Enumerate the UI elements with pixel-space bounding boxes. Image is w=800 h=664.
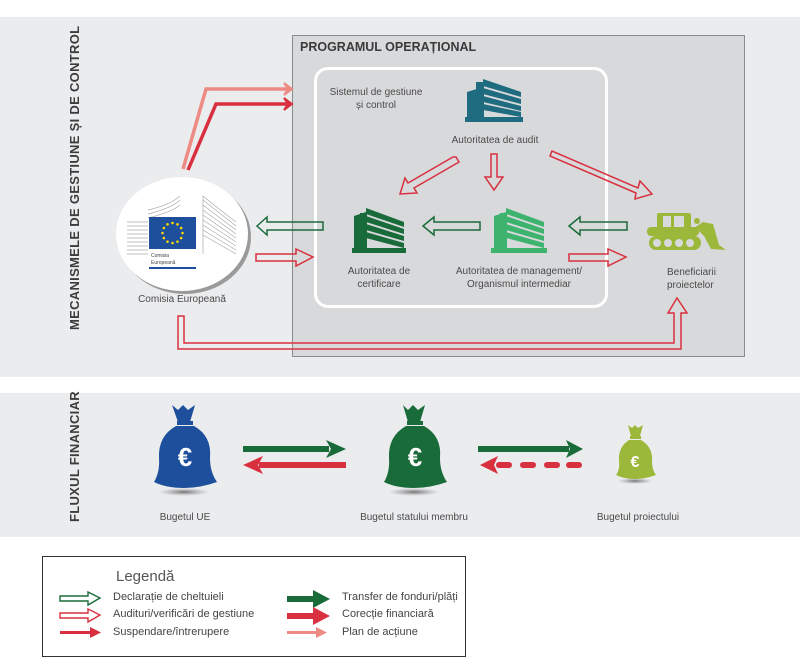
system-label: Sistemul de gestiune și control xyxy=(326,86,426,112)
eu-star xyxy=(176,240,179,243)
certification-authority-label-line2: certificare xyxy=(357,279,401,290)
european-commission-logo: Comisia Europeană xyxy=(116,177,251,294)
eu-star xyxy=(179,236,183,240)
legend-icon-expenditure-declaration xyxy=(59,590,102,607)
legend-icon-fund-transfer xyxy=(287,590,330,608)
member-state-budget-label: Bugetul statului membru xyxy=(360,512,468,523)
system-label-line1: Sistemul de gestiune xyxy=(329,87,423,98)
logo-text-line1: Comisia xyxy=(151,253,169,259)
correction-arrow-project-to-member-state-dashed xyxy=(480,456,582,474)
correction-arrow-member-state-to-eu xyxy=(243,456,346,474)
eu-star xyxy=(162,236,166,240)
expenditure-declaration-arrow-to-commission xyxy=(255,215,324,237)
eu-star xyxy=(166,240,169,243)
audit-arrow-to-beneficiaries xyxy=(549,150,654,201)
eu-star xyxy=(162,226,166,230)
logo-text-line2: Europeană xyxy=(151,260,176,266)
euro-symbol: € xyxy=(178,442,192,472)
eu-star xyxy=(161,231,164,235)
eu-star xyxy=(176,223,179,226)
eu-budget-money-bag-icon xyxy=(154,405,217,496)
transfer-arrow-member-state-to-project xyxy=(478,440,583,458)
euro-symbol: € xyxy=(408,442,422,472)
legend-icon-financial-correction xyxy=(287,607,330,625)
suspension-arrow-to-program xyxy=(186,97,294,171)
audit-arrow-commission-to-beneficiaries xyxy=(177,296,689,350)
audit-arrow-to-management xyxy=(483,153,505,192)
audit-authority-building-icon xyxy=(465,79,523,122)
eu-budget-label: Bugetul UE xyxy=(160,512,211,523)
audit-authority-label: Autoritatea de audit xyxy=(452,135,539,146)
expenditure-declaration-arrow-to-management xyxy=(567,215,628,237)
expenditure-declaration-arrow-to-certification xyxy=(421,215,481,237)
audit-arrow-from-commission xyxy=(255,247,315,268)
legend-label-suspension: Suspendare/întrerupere xyxy=(113,626,230,638)
commission-label: Comisia Europeană xyxy=(138,294,226,305)
legend-icon-suspension xyxy=(60,627,101,638)
legend-title: Legendă xyxy=(116,568,175,585)
project-budget-money-bag-icon xyxy=(616,425,656,484)
management-authority-label-line1: Autoritatea de management/ xyxy=(456,266,582,277)
legend-label-fund-transfer: Transfer de fonduri/plăți xyxy=(342,591,458,603)
bulldozer-icon xyxy=(647,213,726,250)
operational-program-title: PROGRAMUL OPERAȚIONAL xyxy=(300,40,477,54)
legend-label-action-plan: Plan de acțiune xyxy=(342,626,418,638)
beneficiaries-label-line1: Beneficiarii xyxy=(667,267,716,278)
legend-label-audits: Audituri/verificări de gestiune xyxy=(113,608,255,620)
eu-star xyxy=(166,223,169,226)
eu-star xyxy=(179,226,183,230)
euro-symbol-small: € xyxy=(631,454,640,471)
transfer-arrow-eu-to-member-state xyxy=(243,440,346,458)
eu-star xyxy=(171,221,174,225)
certification-authority-label-line1: Autoritatea de xyxy=(348,266,411,277)
audit-arrow-to-beneficiaries-from-management xyxy=(568,247,628,268)
beneficiaries-label-line2: proiectelor xyxy=(667,280,714,291)
project-budget-label: Bugetul proiectului xyxy=(597,512,679,523)
member-state-budget-money-bag-icon xyxy=(384,405,447,496)
eu-stars xyxy=(161,221,184,245)
audit-arrow-to-certification xyxy=(398,156,461,195)
eu-star xyxy=(171,241,174,245)
certification-authority-building-icon xyxy=(352,208,406,253)
berlaymont-building-icon xyxy=(127,195,237,255)
legend-icon-action-plan xyxy=(287,627,327,638)
action-plan-arrow-to-program xyxy=(181,82,294,170)
management-authority-building-icon xyxy=(491,208,547,253)
eu-star xyxy=(181,231,184,235)
legend-icon-audits xyxy=(59,607,102,624)
system-label-line2: și control xyxy=(355,100,396,111)
legend-label-expenditure-declaration: Declarație de cheltuieli xyxy=(113,591,224,603)
legend-box xyxy=(42,556,466,657)
management-control-system-box xyxy=(314,67,608,308)
management-authority-label-line2: Organismul intermediar xyxy=(467,279,572,290)
legend-label-financial-correction: Corecție financiară xyxy=(342,608,434,620)
operational-program-box xyxy=(292,35,745,357)
